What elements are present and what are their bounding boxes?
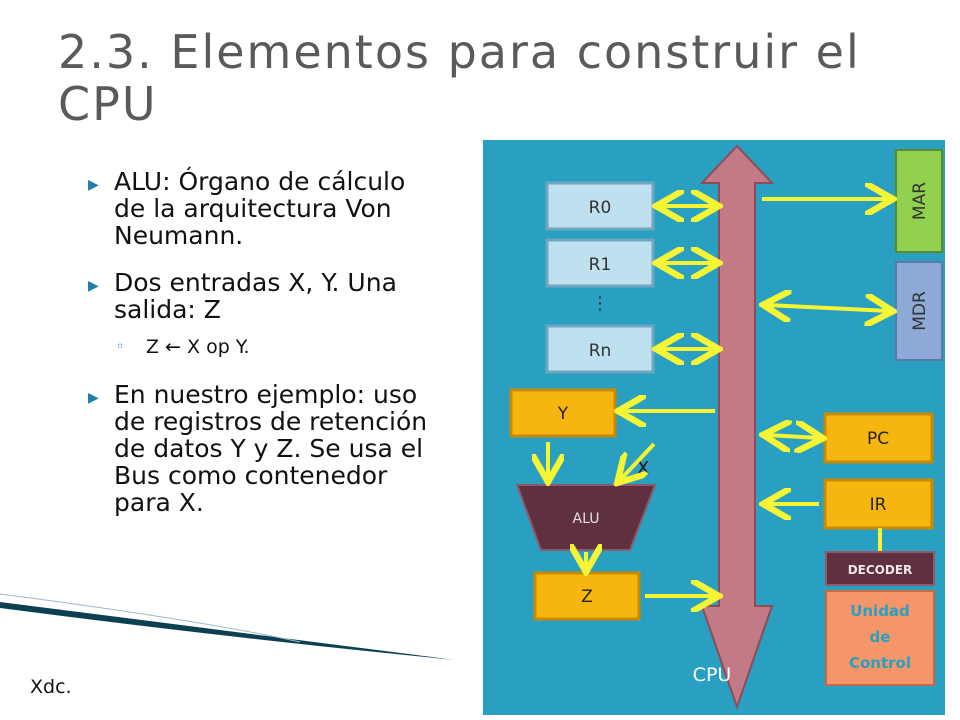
bullet-text: En nuestro ejemplo: uso de registros de … [114, 380, 428, 517]
bullet-text: ALU: Órgano de cálculo de la arquitectur… [114, 167, 406, 250]
alu-block [515, 484, 657, 551]
register-z-label: Z [581, 587, 593, 607]
bullet-arrow-icon: ▶ [88, 390, 99, 406]
bullet-arrow-icon: ▶ [88, 177, 99, 193]
bullet-list: ▶ ALU: Órgano de cálculo de la arquitect… [88, 168, 438, 536]
circle-bullet-icon: ◦ [116, 339, 125, 355]
register-mar-label: MAR [910, 182, 930, 220]
arrow-bus-x-alu [620, 442, 656, 480]
bullet-arrow-icon: ▶ [88, 278, 99, 294]
control-unit-line-2: de [870, 628, 891, 646]
page-title: 2.3. Elementos para construir el CPU [58, 25, 861, 131]
alu-label: ALU [573, 511, 600, 527]
cpu-label: CPU [693, 664, 732, 686]
register-r1-label: R1 [589, 255, 612, 275]
footer-author: Xdc. [30, 676, 72, 698]
register-mdr-label: MDR [910, 291, 930, 331]
data-bus [699, 144, 775, 711]
bullet-text: Dos entradas X, Y. Una salida: Z [114, 268, 397, 324]
register-y-label: Y [557, 404, 569, 424]
register-pc-label: PC [867, 429, 889, 449]
register-pc [823, 412, 934, 464]
control-unit-block [825, 590, 935, 686]
register-mdr [895, 261, 943, 361]
arrow-bus-pc [767, 435, 819, 438]
control-unit-line-3: Control [849, 654, 911, 672]
bullet-inputs: ▶ Dos entradas X, Y. Una salida: Z [88, 269, 438, 323]
register-rn [545, 324, 655, 374]
register-rn-label: Rn [589, 341, 612, 361]
register-r0-label: R0 [589, 198, 612, 218]
decorative-swoosh [0, 593, 455, 660]
decoder-label: DECODER [848, 563, 913, 577]
bullet-example: ▶ En nuestro ejemplo: uso de registros d… [88, 381, 438, 516]
arrow-bus-mdr [767, 305, 889, 311]
bullet-alu: ▶ ALU: Órgano de cálculo de la arquitect… [88, 168, 438, 249]
register-ir-label: IR [870, 495, 887, 515]
sub-bullet-text: Z ← X op Y. [146, 336, 250, 358]
register-mar [895, 149, 943, 253]
control-unit-line-1: Unidad [850, 602, 910, 620]
sub-bullet-operation: ◦ Z ← X op Y. [88, 335, 438, 359]
register-r0 [545, 181, 655, 231]
decoder-block [825, 551, 935, 586]
register-ir [823, 478, 934, 530]
register-z [533, 571, 641, 621]
registers-ellipsis: ⋮ [591, 293, 609, 314]
